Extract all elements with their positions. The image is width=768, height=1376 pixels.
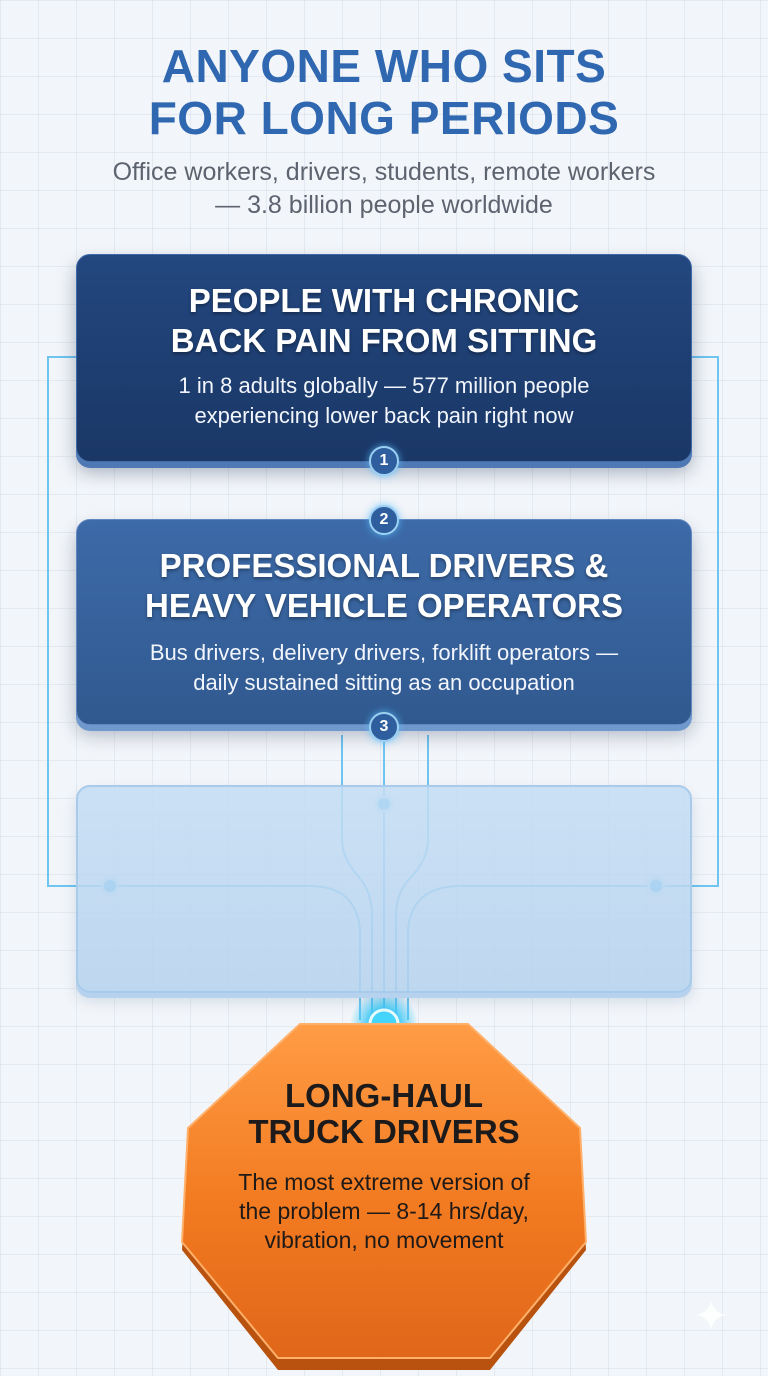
core-description: The most extreme version of the problem … (195, 1168, 573, 1255)
core-heading-line-1: LONG-HAUL (285, 1077, 483, 1114)
title-line-1: ANYONE WHO SITS (161, 40, 607, 92)
tier-1-desc-line-2: experiencing lower back pain right now (194, 403, 574, 428)
tier-1-desc-line-1: 1 in 8 adults globally — 577 million peo… (178, 373, 590, 398)
tier-2-heading: PROFESSIONAL DRIVERS & HEAVY VEHICLE OPE… (77, 546, 691, 626)
core-octagon-face (180, 1023, 588, 1359)
tier-2-heading-line-1: PROFESSIONAL DRIVERS & (159, 547, 609, 584)
sparkle-icon: ✦ (692, 1292, 730, 1341)
tier-1-heading: PEOPLE WITH CHRONIC BACK PAIN FROM SITTI… (77, 281, 691, 361)
tier-2-description: Bus drivers, delivery drivers, forklift … (77, 638, 691, 698)
tier-1-heading-line-1: PEOPLE WITH CHRONIC (188, 282, 580, 319)
tier-chronic-back-pain: PEOPLE WITH CHRONIC BACK PAIN FROM SITTI… (76, 254, 692, 462)
core-desc-line-1: The most extreme version of (238, 1169, 530, 1195)
tier-2-desc-line-1: Bus drivers, delivery drivers, forklift … (149, 640, 619, 665)
step-badge-1: 1 (369, 446, 399, 476)
core-segment-truck-drivers: LONG-HAUL TRUCK DRIVERS The most extreme… (195, 1078, 573, 1255)
subtitle-line-1: Office workers, drivers, students, remot… (112, 158, 656, 186)
tier-3-empty-panel (76, 785, 692, 993)
tier-1-description: 1 in 8 adults globally — 577 million peo… (77, 371, 691, 431)
core-desc-line-2: the problem — 8-14 hrs/day, (239, 1198, 529, 1224)
page-title: ANYONE WHO SITS FOR LONG PERIODS (0, 40, 768, 144)
core-desc-line-3: vibration, no movement (264, 1227, 504, 1253)
tier-professional-drivers: PROFESSIONAL DRIVERS & HEAVY VEHICLE OPE… (76, 519, 692, 725)
tier-2-heading-line-2: HEAVY VEHICLE OPERATORS (145, 587, 623, 624)
step-badge-3: 3 (369, 712, 399, 742)
core-octagon-shape (180, 1023, 588, 1370)
step-badge-2: 2 (369, 505, 399, 535)
core-heading-line-2: TRUCK DRIVERS (248, 1113, 520, 1150)
page-subtitle: Office workers, drivers, students, remot… (0, 156, 768, 222)
tier-1-heading-line-2: BACK PAIN FROM SITTING (170, 322, 598, 359)
title-line-2: FOR LONG PERIODS (148, 92, 620, 144)
tier-2-desc-line-2: daily sustained sitting as an occupation (193, 670, 575, 695)
subtitle-line-2: — 3.8 billion people worldwide (215, 191, 553, 219)
core-heading: LONG-HAUL TRUCK DRIVERS (195, 1078, 573, 1150)
